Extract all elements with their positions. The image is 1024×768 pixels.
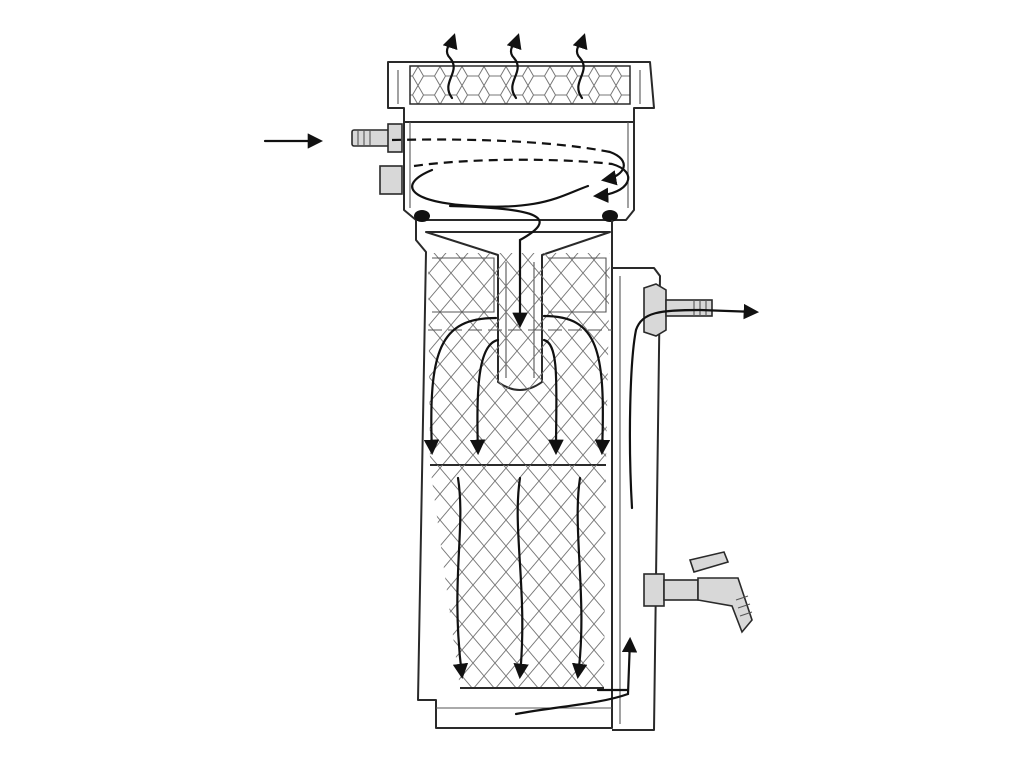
- seal-left: [414, 210, 430, 222]
- cyclone-chamber: [403, 122, 635, 222]
- outlet-arrow: [698, 303, 760, 320]
- exhaust-arrow-1: [442, 33, 458, 100]
- exhaust-arrow-3: [572, 33, 588, 100]
- funnel-arrow: [448, 204, 541, 329]
- top-cap: [387, 61, 655, 123]
- top-hex-media: [409, 65, 631, 105]
- drain-valve: [643, 551, 753, 634]
- outlet-fitting: [643, 283, 713, 337]
- seal-right: [602, 210, 618, 222]
- exhaust-arrow-2: [506, 33, 522, 100]
- flow-arrows: [263, 33, 760, 716]
- inlet-fitting: [351, 123, 403, 195]
- lower-filter-media: [430, 465, 612, 709]
- lower-nut: [379, 165, 403, 195]
- valve-handle: [688, 551, 730, 573]
